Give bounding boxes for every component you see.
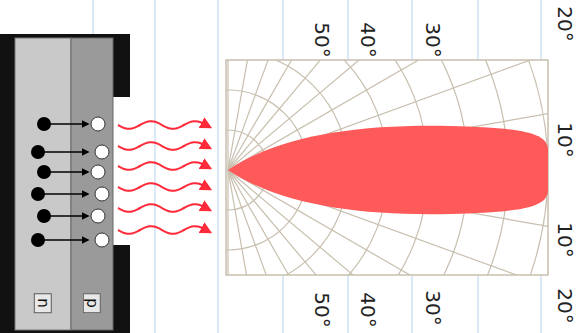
angle-label: 50° bbox=[311, 292, 333, 327]
layer-label: n bbox=[34, 293, 52, 313]
angle-label: 20° bbox=[554, 288, 576, 323]
layer-label: p bbox=[83, 293, 101, 313]
angle-label: 40° bbox=[357, 292, 379, 327]
angle-label: 20° bbox=[554, 6, 576, 41]
light-wave bbox=[118, 121, 210, 129]
carrier-arrow bbox=[50, 171, 88, 173]
angle-label: 50° bbox=[311, 22, 333, 57]
semiconductor-layer: p bbox=[71, 38, 113, 330]
n-layer bbox=[15, 38, 71, 330]
p-layer bbox=[71, 38, 113, 330]
grid-line bbox=[154, 0, 156, 333]
hole bbox=[95, 187, 109, 201]
hole bbox=[91, 117, 105, 131]
carrier-arrow bbox=[44, 193, 88, 195]
carrier-arrow bbox=[44, 239, 88, 241]
polar-radial bbox=[227, 60, 228, 170]
angle-label: 10° bbox=[554, 222, 576, 257]
grid-line bbox=[217, 0, 219, 333]
carriers bbox=[31, 117, 109, 247]
electron bbox=[37, 165, 51, 179]
polar-grid bbox=[226, 60, 548, 275]
light-wave bbox=[118, 162, 210, 170]
angle-label: 30° bbox=[422, 22, 444, 57]
radiation-lobe bbox=[228, 126, 548, 214]
led-housing bbox=[0, 34, 130, 333]
light-wave bbox=[118, 183, 210, 191]
light-waves bbox=[118, 121, 210, 234]
semiconductor-layer: n bbox=[15, 38, 71, 330]
hole bbox=[95, 145, 109, 159]
carrier-arrow bbox=[50, 123, 88, 125]
electron bbox=[31, 145, 45, 159]
polar-arc bbox=[226, 60, 548, 275]
emission-window bbox=[113, 97, 130, 245]
hole bbox=[91, 165, 105, 179]
carrier-arrow bbox=[44, 151, 88, 153]
hole bbox=[95, 233, 109, 247]
light-wave bbox=[118, 142, 210, 150]
electron bbox=[37, 209, 51, 223]
polar-radial bbox=[227, 170, 228, 275]
carrier-arrow bbox=[50, 215, 88, 217]
electron bbox=[37, 117, 51, 131]
angle-label: 10° bbox=[554, 122, 576, 157]
angle-label: 30° bbox=[422, 290, 444, 325]
light-wave bbox=[118, 226, 210, 234]
angle-label: 40° bbox=[357, 22, 379, 57]
light-wave bbox=[118, 204, 210, 212]
electron bbox=[31, 233, 45, 247]
polar-plot-frame bbox=[226, 60, 548, 275]
hole bbox=[91, 209, 105, 223]
electron bbox=[31, 187, 45, 201]
